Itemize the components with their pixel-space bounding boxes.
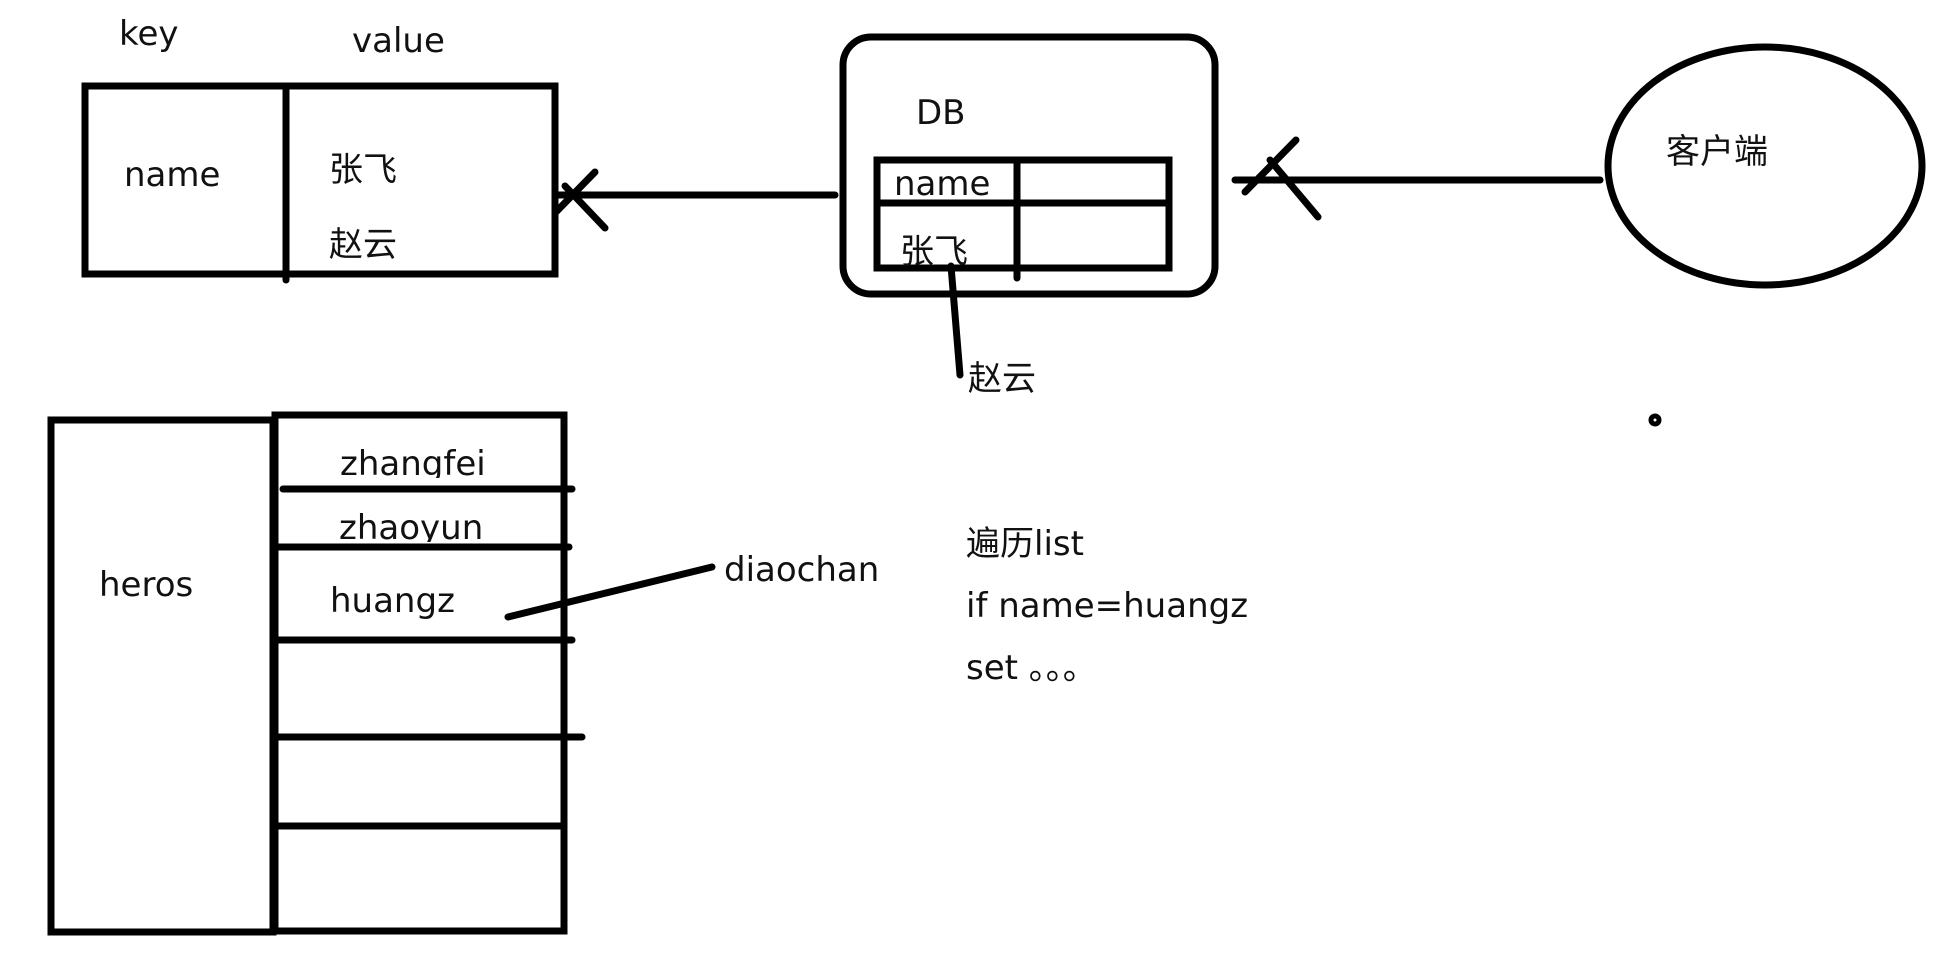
note-line-2: if name=huangz [966, 586, 1249, 626]
heros-item-2-text: zhaoyun [339, 508, 484, 542]
note-line-3: set 。。。 [966, 648, 1097, 688]
heros-key-label: heros [99, 565, 194, 605]
db-callout-value: 赵云 [968, 359, 1036, 399]
arrow-client-to-db-head-lower [1266, 156, 1322, 221]
db-table-frame [873, 156, 1173, 272]
arrow-db-to-kv-head-lower [561, 182, 609, 232]
db-box-frame [839, 33, 1219, 298]
key-header: key [119, 14, 179, 54]
heros-item-1-text: zhangfei [340, 444, 486, 478]
client-label: 客户端 [1666, 132, 1768, 172]
heros-key-box [47, 416, 277, 936]
kv-table-frame [81, 82, 559, 278]
arrow-db-to-kv [551, 168, 839, 232]
heros-item-1: zhangfei [340, 442, 500, 478]
heros-item-3: huangz [330, 581, 455, 621]
kv-table [81, 82, 559, 284]
arrow-client-to-db [1231, 136, 1604, 221]
heros-values-box [271, 411, 568, 935]
replacement-line [504, 563, 716, 621]
heros-list [47, 411, 716, 936]
heros-item-2: zhaoyun [339, 506, 499, 542]
note-line-1: 遍历list [966, 524, 1084, 564]
db-column-name: name [894, 164, 991, 204]
kv-value-2: 赵云 [329, 225, 397, 265]
client-ellipse [1604, 43, 1926, 289]
kv-value-1: 张飞 [329, 150, 397, 190]
db-row-value-text: 张飞 [900, 232, 968, 266]
kv-key-name: name [124, 155, 221, 195]
stray-dot [1648, 413, 1662, 427]
db-callout-line [947, 262, 964, 379]
value-header: value [352, 21, 445, 61]
db-row-value: 张飞 [900, 230, 990, 266]
replacement-label: diaochan [724, 550, 880, 590]
db-box [839, 33, 1219, 379]
db-title: DB [916, 93, 966, 133]
